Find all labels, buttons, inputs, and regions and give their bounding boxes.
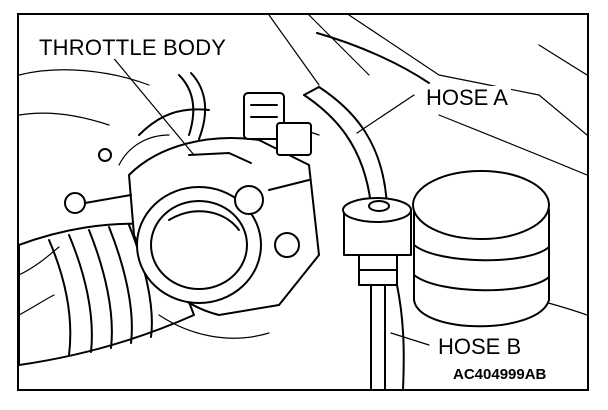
- figure-code: AC404999AB: [453, 366, 547, 383]
- figure-frame: THROTTLE BODY HOSE A HOSE B AC404999AB: [17, 13, 589, 391]
- hose-a-line: [303, 86, 388, 208]
- label-throttle-body: THROTTLE BODY: [39, 35, 227, 60]
- reservoir-tank: [412, 170, 550, 328]
- line-art-illustration: [19, 15, 587, 389]
- throttle-body: [64, 124, 320, 339]
- wiring-harness: [98, 72, 210, 166]
- hose-b-line: [370, 284, 405, 389]
- label-hose-a: HOSE A: [423, 86, 511, 110]
- electrical-connector: [243, 92, 312, 156]
- leader-lines: [110, 54, 430, 346]
- label-hose-b: HOSE B: [435, 335, 525, 359]
- purge-valve: [342, 197, 412, 286]
